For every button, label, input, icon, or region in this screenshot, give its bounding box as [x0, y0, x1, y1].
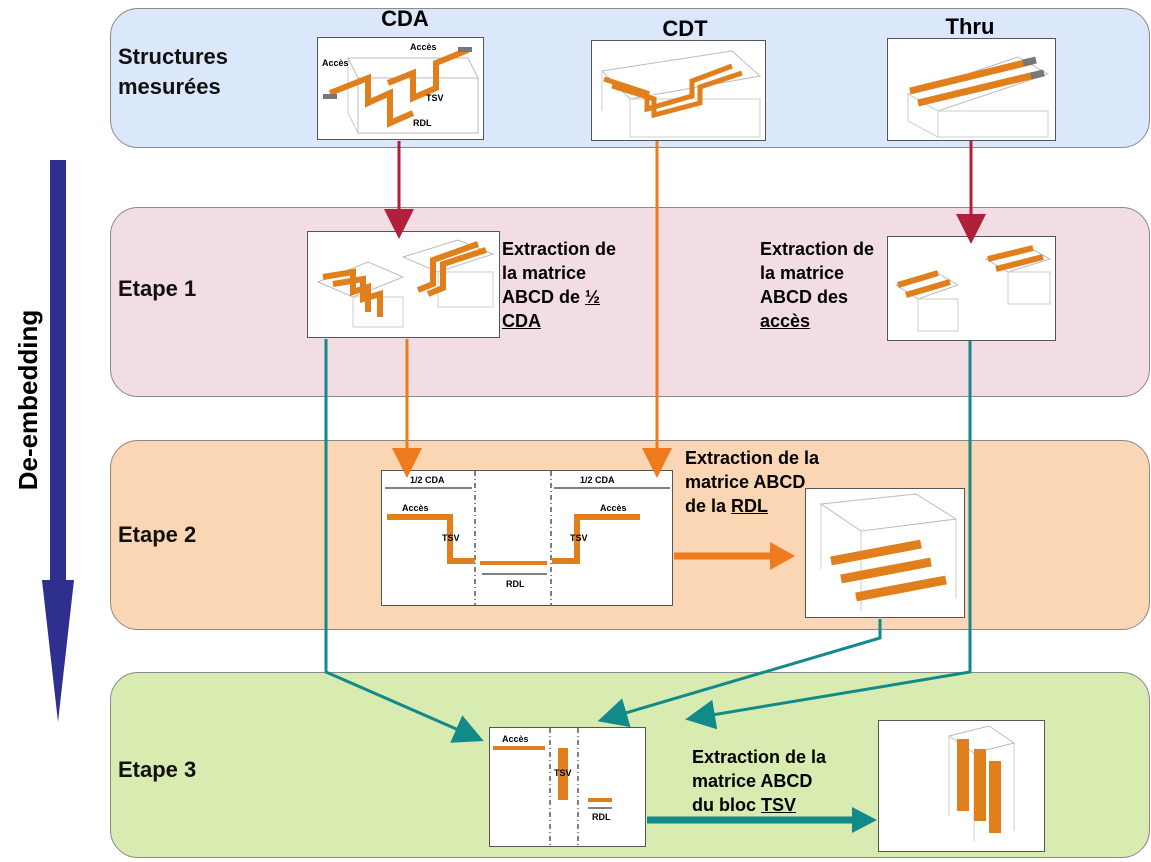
step3-rdl-label: RDL [592, 812, 611, 822]
note-step1-left-half: ½ [585, 287, 601, 307]
panel-step1-acces [887, 236, 1056, 341]
cda-3d-illustration: Accès Accès TSV RDL [322, 42, 479, 134]
de-embedding-arrow [42, 160, 74, 722]
note-step1-left-line1: Extraction de [502, 239, 617, 259]
step2-acces-right: Accès [600, 503, 627, 513]
panel-thru-structure [887, 38, 1056, 141]
tsv-3d-illustration [947, 725, 1016, 841]
step2-tsv-right: TSV [570, 533, 588, 543]
note-step3-tsv: TSV [761, 795, 797, 815]
note-step1-acces: Extraction de la matrice ABCD des accès [760, 237, 890, 333]
note-step1-right-line1: Extraction de [760, 239, 875, 259]
note-step3: Extraction de la matrice ABCD du bloc TS… [692, 745, 862, 817]
note-step3-line1: Extraction de la [692, 747, 827, 767]
label-structures: Structures mesurées [118, 44, 229, 99]
label-step1: Etape 1 [118, 276, 197, 301]
column-title-cdt: CDT [662, 16, 708, 41]
step2-tsv-left: TSV [442, 533, 460, 543]
half-cda-label-left: 1/2 CDA [410, 475, 445, 485]
half-cda-label-right: 1/2 CDA [580, 475, 615, 485]
step3-acces-label: Accès [502, 734, 529, 744]
cda-acces-label-right: Accès [410, 42, 437, 52]
note-step1-left-line2: la matrice [502, 263, 587, 283]
half-cda-illustration [316, 239, 495, 328]
note-step1-left-line3: ABCD de [502, 287, 586, 307]
thru-3d-illustration [906, 56, 1050, 138]
cda-acces-label-left: Accès [322, 58, 349, 68]
note-step1-right-line2: la matrice [760, 263, 845, 283]
note-step2-line2: matrice ABCD [685, 472, 806, 492]
note-step3-line2: matrice ABCD [692, 771, 813, 791]
column-title-thru: Thru [945, 14, 995, 39]
note-step2-rdl: RDL [731, 496, 769, 516]
panel-step3-tsv-3d [878, 720, 1045, 852]
step2-rdl-label: RDL [506, 579, 525, 589]
note-step2-line1: Extraction de la [685, 448, 820, 468]
panel-step3-schematic: Accès TSV RDL [489, 727, 646, 847]
step2-acces-left: Accès [402, 503, 429, 513]
acces-illustration [894, 245, 1052, 332]
label-step2: Etape 2 [118, 522, 197, 547]
note-step3-line3: du bloc [692, 795, 761, 815]
cda-tsv-label: TSV [426, 93, 444, 103]
panel-step1-half-cda [307, 231, 500, 338]
panel-cdt-structure [591, 40, 766, 141]
note-step1-right-line4: accès [760, 311, 811, 331]
note-step1-right-line3: ABCD des [760, 287, 849, 307]
note-step2-line3: de la [685, 496, 732, 516]
panel-cda-structure: Accès Accès TSV RDL [317, 37, 484, 140]
note-step1-half-cda: Extraction de la matrice ABCD de ½ CDA [502, 237, 642, 333]
note-step2: Extraction de la matrice ABCD de la RDL [685, 446, 855, 518]
panel-step2-schematic: 1/2 CDA 1/2 CDA Accès Accès TSV TSV RDL [381, 470, 673, 606]
step3-tsv-label: TSV [554, 768, 572, 778]
cda-rdl-label: RDL [413, 118, 432, 128]
step2-rdl-schematic: 1/2 CDA 1/2 CDA Accès Accès TSV TSV RDL [385, 471, 670, 605]
note-step1-left-line4: CDA [502, 311, 541, 331]
side-label-de-embedding: De-embedding [13, 309, 43, 491]
step3-tsv-schematic: Accès TSV RDL [493, 728, 612, 846]
label-step3: Etape 3 [118, 757, 197, 782]
column-title-cda: CDA [381, 6, 429, 31]
cdt-3d-illustration [600, 50, 762, 138]
